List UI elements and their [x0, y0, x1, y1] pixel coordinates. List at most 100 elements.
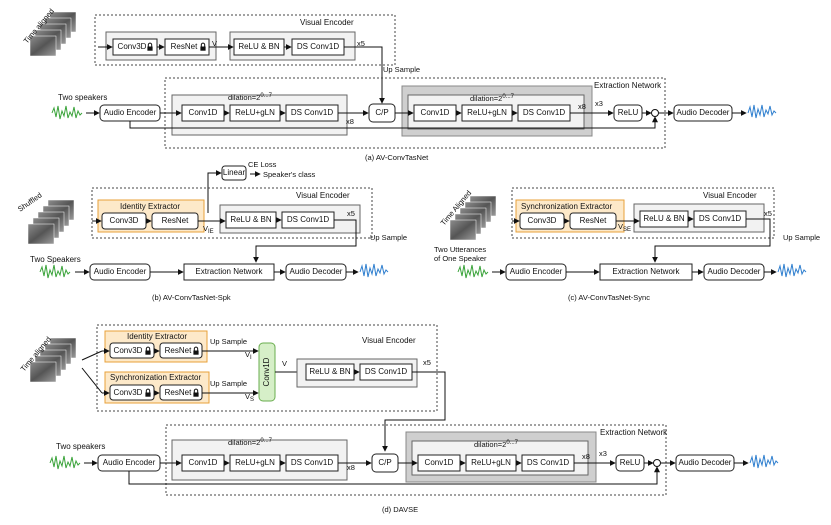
conv1d-label: Conv1D [425, 458, 454, 467]
dilation-label: dilation=20...7 [228, 93, 273, 102]
panel-c: Time Aligned Visual Encoder Synchronizat… [434, 187, 820, 302]
v-se-label: VSE [618, 222, 631, 233]
visual-encoder-label: Visual Encoder [703, 191, 757, 200]
up-sample-label: Up Sample [783, 233, 820, 242]
conv3d-label: Conv3D [118, 42, 147, 51]
relu-gln-label: ReLU+gLN [235, 458, 275, 467]
conv3d-label: Conv3D [114, 388, 143, 397]
ds-conv1d-label: DS Conv1D [297, 42, 339, 51]
two-utterances-label: Two Utterances [434, 245, 486, 254]
audio-decoder-label: Audio Decoder [677, 108, 730, 117]
resnet-label: ResNet [580, 216, 607, 225]
waveform-icon [747, 104, 777, 119]
audio-encoder-label: Audio Encoder [94, 267, 147, 276]
extraction-network-box [165, 424, 667, 496]
extraction-network-label: Extraction Network [612, 267, 680, 276]
panel-a: Time aligned Visual Encoder Conv3D ResNe… [22, 7, 777, 162]
x5-label: x5 [347, 209, 355, 218]
relu-gln-label: ReLU+gLN [235, 108, 275, 117]
relu-bn-label: ReLU & BN [238, 42, 280, 51]
x5-label: x5 [423, 358, 431, 367]
up-sample-label: Up Sample [370, 233, 407, 242]
sync-extractor-label: Synchronization Extractor [521, 202, 612, 211]
caption-b: (b) AV-ConvTasNet-Spk [152, 293, 231, 302]
relu-label: ReLU [620, 458, 641, 467]
x8-label: x8 [578, 102, 586, 111]
up-sample-label: Up Sample [383, 65, 420, 74]
resnet-label: ResNet [162, 216, 189, 225]
audio-decoder-label: Audio Decoder [708, 267, 761, 276]
visual-encoder-box [91, 187, 373, 239]
ds-conv1d-label: DS Conv1D [527, 458, 569, 467]
x8-label: x8 [346, 117, 354, 126]
x8-label: x8 [582, 452, 590, 461]
identity-extractor-label: Identity Extractor [120, 202, 180, 211]
face-frames-icon [27, 199, 75, 245]
relu-bn-label: ReLU & BN [309, 367, 351, 376]
identity-extractor-label: Identity Extractor [127, 332, 187, 341]
two-speakers-label: Two Speakers [30, 255, 81, 264]
x5-label: x5 [357, 39, 365, 48]
face-frames-icon [449, 195, 497, 241]
conv1d-label: Conv1D [189, 458, 218, 467]
waveform-icon [457, 264, 489, 279]
face-frames-icon [29, 11, 77, 57]
waveform-icon [39, 264, 71, 279]
extraction-network-label: Extraction Network [600, 428, 668, 437]
ds-conv1d-label: DS Conv1D [523, 108, 565, 117]
panel-b: Shuffled Linear CE Loss Speaker's class … [16, 160, 407, 302]
relu-gln-label: ReLU+gLN [471, 458, 511, 467]
caption-d: (d) DAVSE [382, 505, 418, 514]
caption-a: (a) AV-ConvTasNet [365, 153, 429, 162]
audio-decoder-label: Audio Decoder [679, 458, 732, 467]
waveform-icon [777, 263, 807, 278]
two-speakers-label: Two speakers [58, 93, 107, 102]
caption-c: (c) AV-ConvTasNet-Sync [568, 293, 650, 302]
cp-label: C/P [375, 108, 388, 117]
visual-encoder-box [96, 324, 438, 412]
relu-gln-label: ReLU+gLN [467, 108, 507, 117]
multiply-node [653, 459, 661, 467]
x3-label: x3 [599, 449, 607, 458]
v-label: V [212, 39, 217, 48]
audio-encoder-label: Audio Encoder [104, 108, 157, 117]
audio-encoder-label: Audio Encoder [103, 458, 156, 467]
ds-conv1d-label: DS Conv1D [287, 215, 329, 224]
shuffled-label: Shuffled [16, 191, 44, 214]
visual-encoder-label: Visual Encoder [362, 336, 416, 345]
of-one-speaker-label: of One Speaker [434, 254, 487, 263]
up-sample-label: Up Sample [210, 379, 247, 388]
conv1d-fusion-label: Conv1D [262, 357, 271, 386]
x3-label: x3 [595, 99, 603, 108]
visual-encoder-label: Visual Encoder [296, 191, 350, 200]
ce-loss-label: CE Loss [248, 160, 277, 169]
multiply-node [651, 109, 659, 117]
cp-label: C/P [378, 458, 391, 467]
dilation-label: dilation=20...7 [228, 438, 273, 447]
resnet-label: ResNet [171, 42, 198, 51]
v-ie-label: VIE [203, 224, 214, 235]
linear-block [221, 165, 247, 181]
relu-bn-label: ReLU & BN [643, 214, 685, 223]
conv1d-label: Conv1D [189, 108, 218, 117]
v-label: V [282, 359, 287, 368]
visual-encoder-label: Visual Encoder [300, 18, 354, 27]
conv3d-label: Conv3D [114, 346, 143, 355]
v-s-label: VS [245, 392, 254, 403]
ds-conv1d-label: DS Conv1D [699, 214, 741, 223]
waveform-icon [49, 455, 81, 470]
conv1d-label: Conv1D [421, 108, 450, 117]
relu-label: ReLU [618, 108, 639, 117]
face-frames-icon [29, 337, 77, 383]
speakers-class-label: Speaker's class [263, 170, 316, 179]
ds-conv1d-label: DS Conv1D [291, 458, 333, 467]
audio-encoder-label: Audio Encoder [510, 267, 563, 276]
x5-label: x5 [764, 209, 772, 218]
dilation-label: dilation=20...7 [474, 440, 519, 449]
ds-conv1d-label: DS Conv1D [365, 367, 407, 376]
resnet-label: ResNet [165, 388, 192, 397]
extraction-network-label: Extraction Network [594, 81, 662, 90]
resnet-label: ResNet [165, 346, 192, 355]
